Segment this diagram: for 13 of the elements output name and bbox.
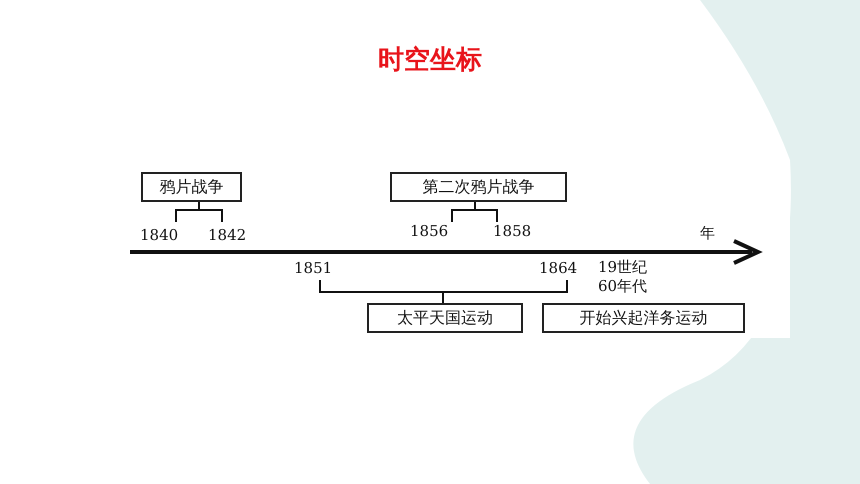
year-label: 1851 xyxy=(294,259,332,277)
event-box: 开始兴起洋务运动 xyxy=(542,303,745,333)
title: 时空坐标 xyxy=(377,44,483,77)
year-label: 1856 xyxy=(410,222,448,240)
event-box: 鸦片战争 xyxy=(141,172,242,202)
period-label: 19世纪60年代 xyxy=(598,258,648,296)
axis-unit-label: 年 xyxy=(700,224,715,243)
year-label: 1864 xyxy=(539,259,578,277)
event-box: 太平天国运动 xyxy=(367,303,523,333)
year-label: 1858 xyxy=(493,222,532,240)
year-label: 1840 xyxy=(140,226,178,244)
event-box: 第二次鸦片战争 xyxy=(390,172,567,202)
year-label: 1842 xyxy=(208,226,246,244)
